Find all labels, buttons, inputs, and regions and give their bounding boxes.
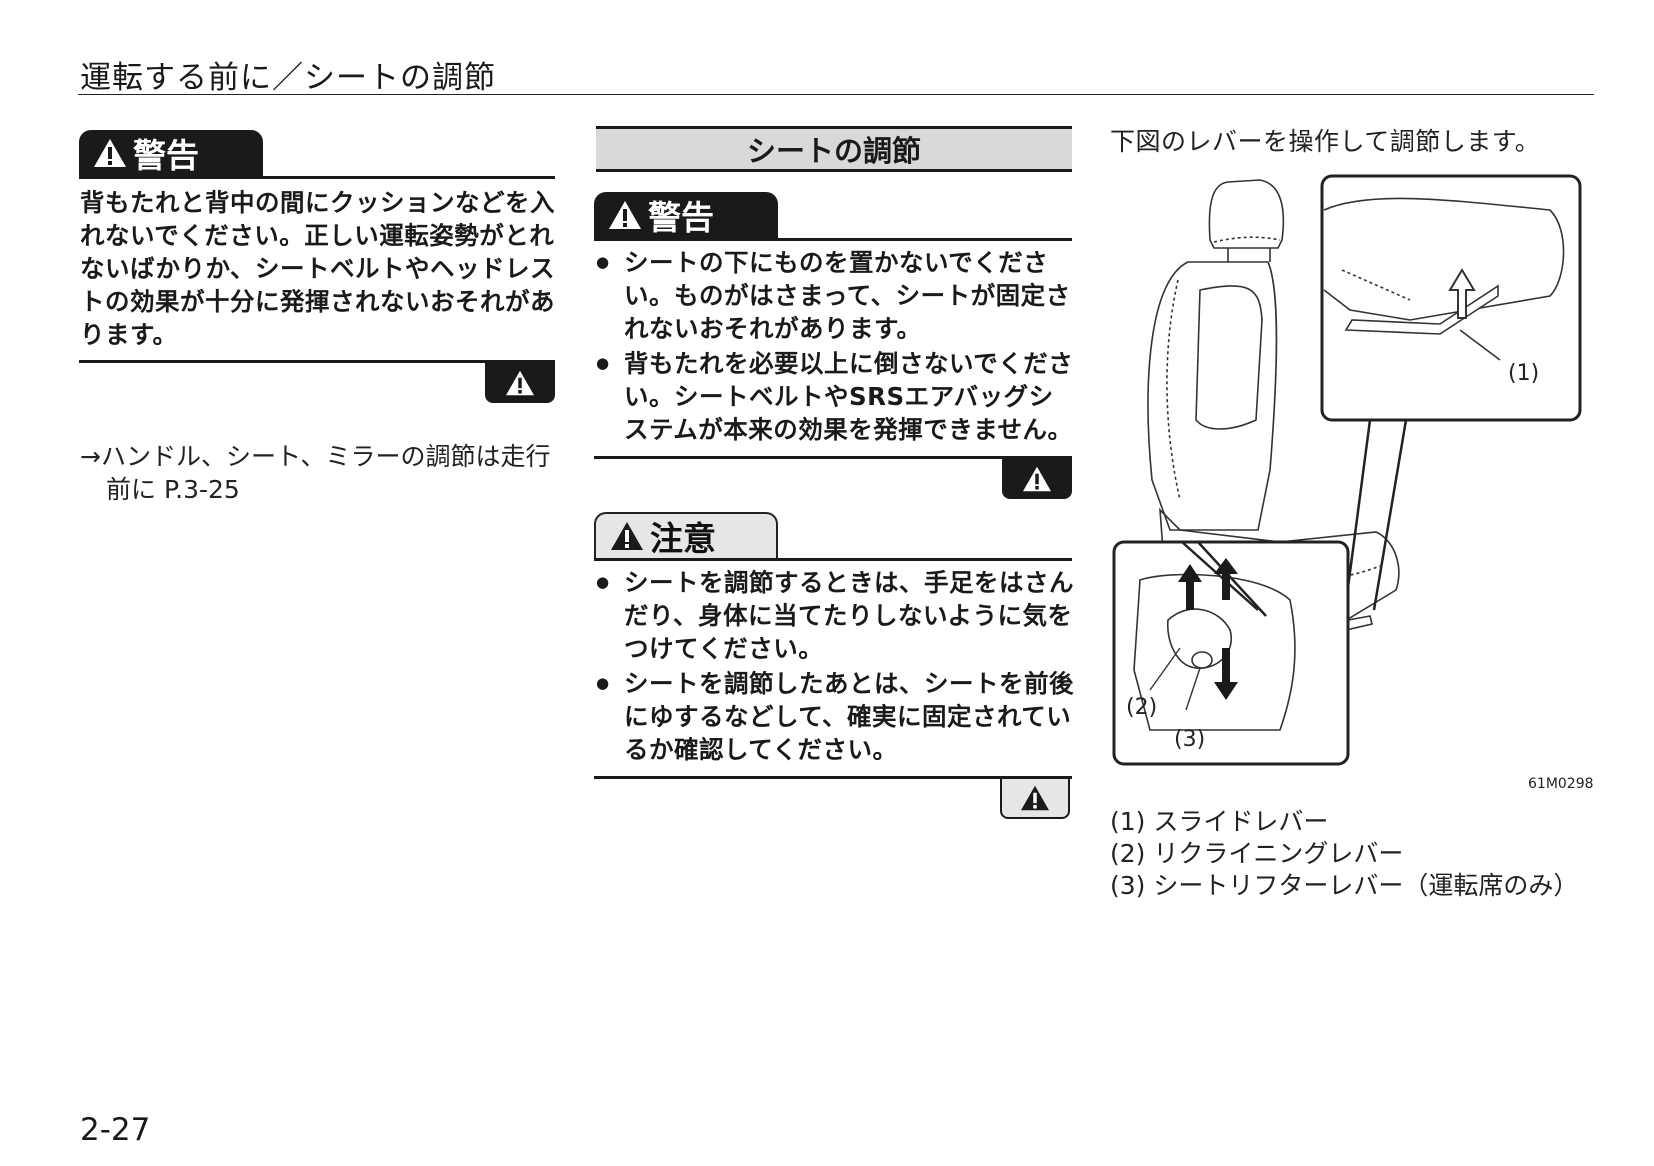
warning-rule [594,238,1072,241]
warning-label: 警告 [133,136,199,175]
warning-triangle-icon [506,370,534,396]
section-title: シートの調節 [596,126,1072,172]
callout-label-3: (3) [1174,727,1205,752]
warning-tab: 警告 [594,192,778,238]
warning-end-badge [1002,459,1072,499]
page-title: 運転する前に／シートの調節 [80,60,496,96]
headrest-outline [1208,179,1285,249]
warning-triangle-icon [611,522,643,550]
warning-end-rule [79,360,555,363]
header-rule [78,94,1594,95]
down-arrow-icon [1214,648,1238,700]
reference-prefix: 前に P. [106,475,184,504]
legend-item: (1) スライドレバー [1110,807,1329,836]
warning-end-rule [594,456,1072,459]
up-arrow-icon [1214,558,1238,600]
recline-lever-detail-box [1112,540,1350,766]
warning-tab: 警告 [79,130,263,176]
warning-triangle-icon [1023,466,1051,492]
caution-end-rule [594,776,1072,779]
list-item: シートを調節するときは、手足をはさんだり、身体に当てたりしないように気をつけてく… [596,566,1074,665]
caution-list: シートを調節するときは、手足をはさんだり、身体に当てたりしないように気をつけてく… [596,566,1074,768]
page-number: 2-27 [80,1112,151,1148]
figure-legend: (1) スライドレバー (2) リクライニングレバー (3) シートリフターレバ… [1110,806,1578,902]
page-reference: →ハンドル、シート、ミラーの調節は走行 前に P.3-25 [80,440,550,506]
caution-label: 注意 [650,519,716,558]
seat-illustration: (1) (2) (3) [1112,174,1582,766]
legend-item: (3) シートリフターレバー（運転席のみ） [1110,871,1579,900]
warning-triangle-icon [1021,785,1049,811]
caution-end-badge [1000,779,1070,819]
warning-label: 警告 [648,198,714,237]
up-arrow-icon [1178,564,1202,610]
slide-lever-detail-box [1320,174,1582,422]
list-item: 背もたれを必要以上に倒さないでください。シートベルトやSRSエアバッグシステムが… [596,347,1074,446]
warning-triangle-icon [609,201,641,229]
warning-end-badge [485,363,555,403]
reference-line-1: →ハンドル、シート、ミラーの調節は走行 [80,442,551,471]
list-item: シートの下にものを置かないでください。ものがはさまって、シートが固定されないおそ… [596,246,1074,345]
warning-rule [79,176,555,179]
callout-label-1: (1) [1508,361,1539,386]
figure-intro: 下図のレバーを操作して調節します。 [1110,127,1541,156]
warning-text: 背もたれと背中の間にクッションなどを入れないでください。正しい運転姿勢がとれない… [80,188,555,349]
figure-code: 61M0298 [1528,776,1594,792]
legend-item: (2) リクライニングレバー [1110,839,1404,868]
reference-page-link[interactable]: 3-25 [183,475,240,504]
warning-triangle-icon [94,139,126,167]
warning-list: シートの下にものを置かないでください。ものがはさまって、シートが固定されないおそ… [596,246,1074,448]
caution-rule [594,558,1072,561]
list-item: シートを調節したあとは、シートを前後にゆするなどして、確実に固定されているか確認… [596,667,1074,766]
caution-tab: 注意 [594,512,778,558]
seatback-outline [1147,261,1278,531]
callout-label-2: (2) [1126,695,1157,720]
